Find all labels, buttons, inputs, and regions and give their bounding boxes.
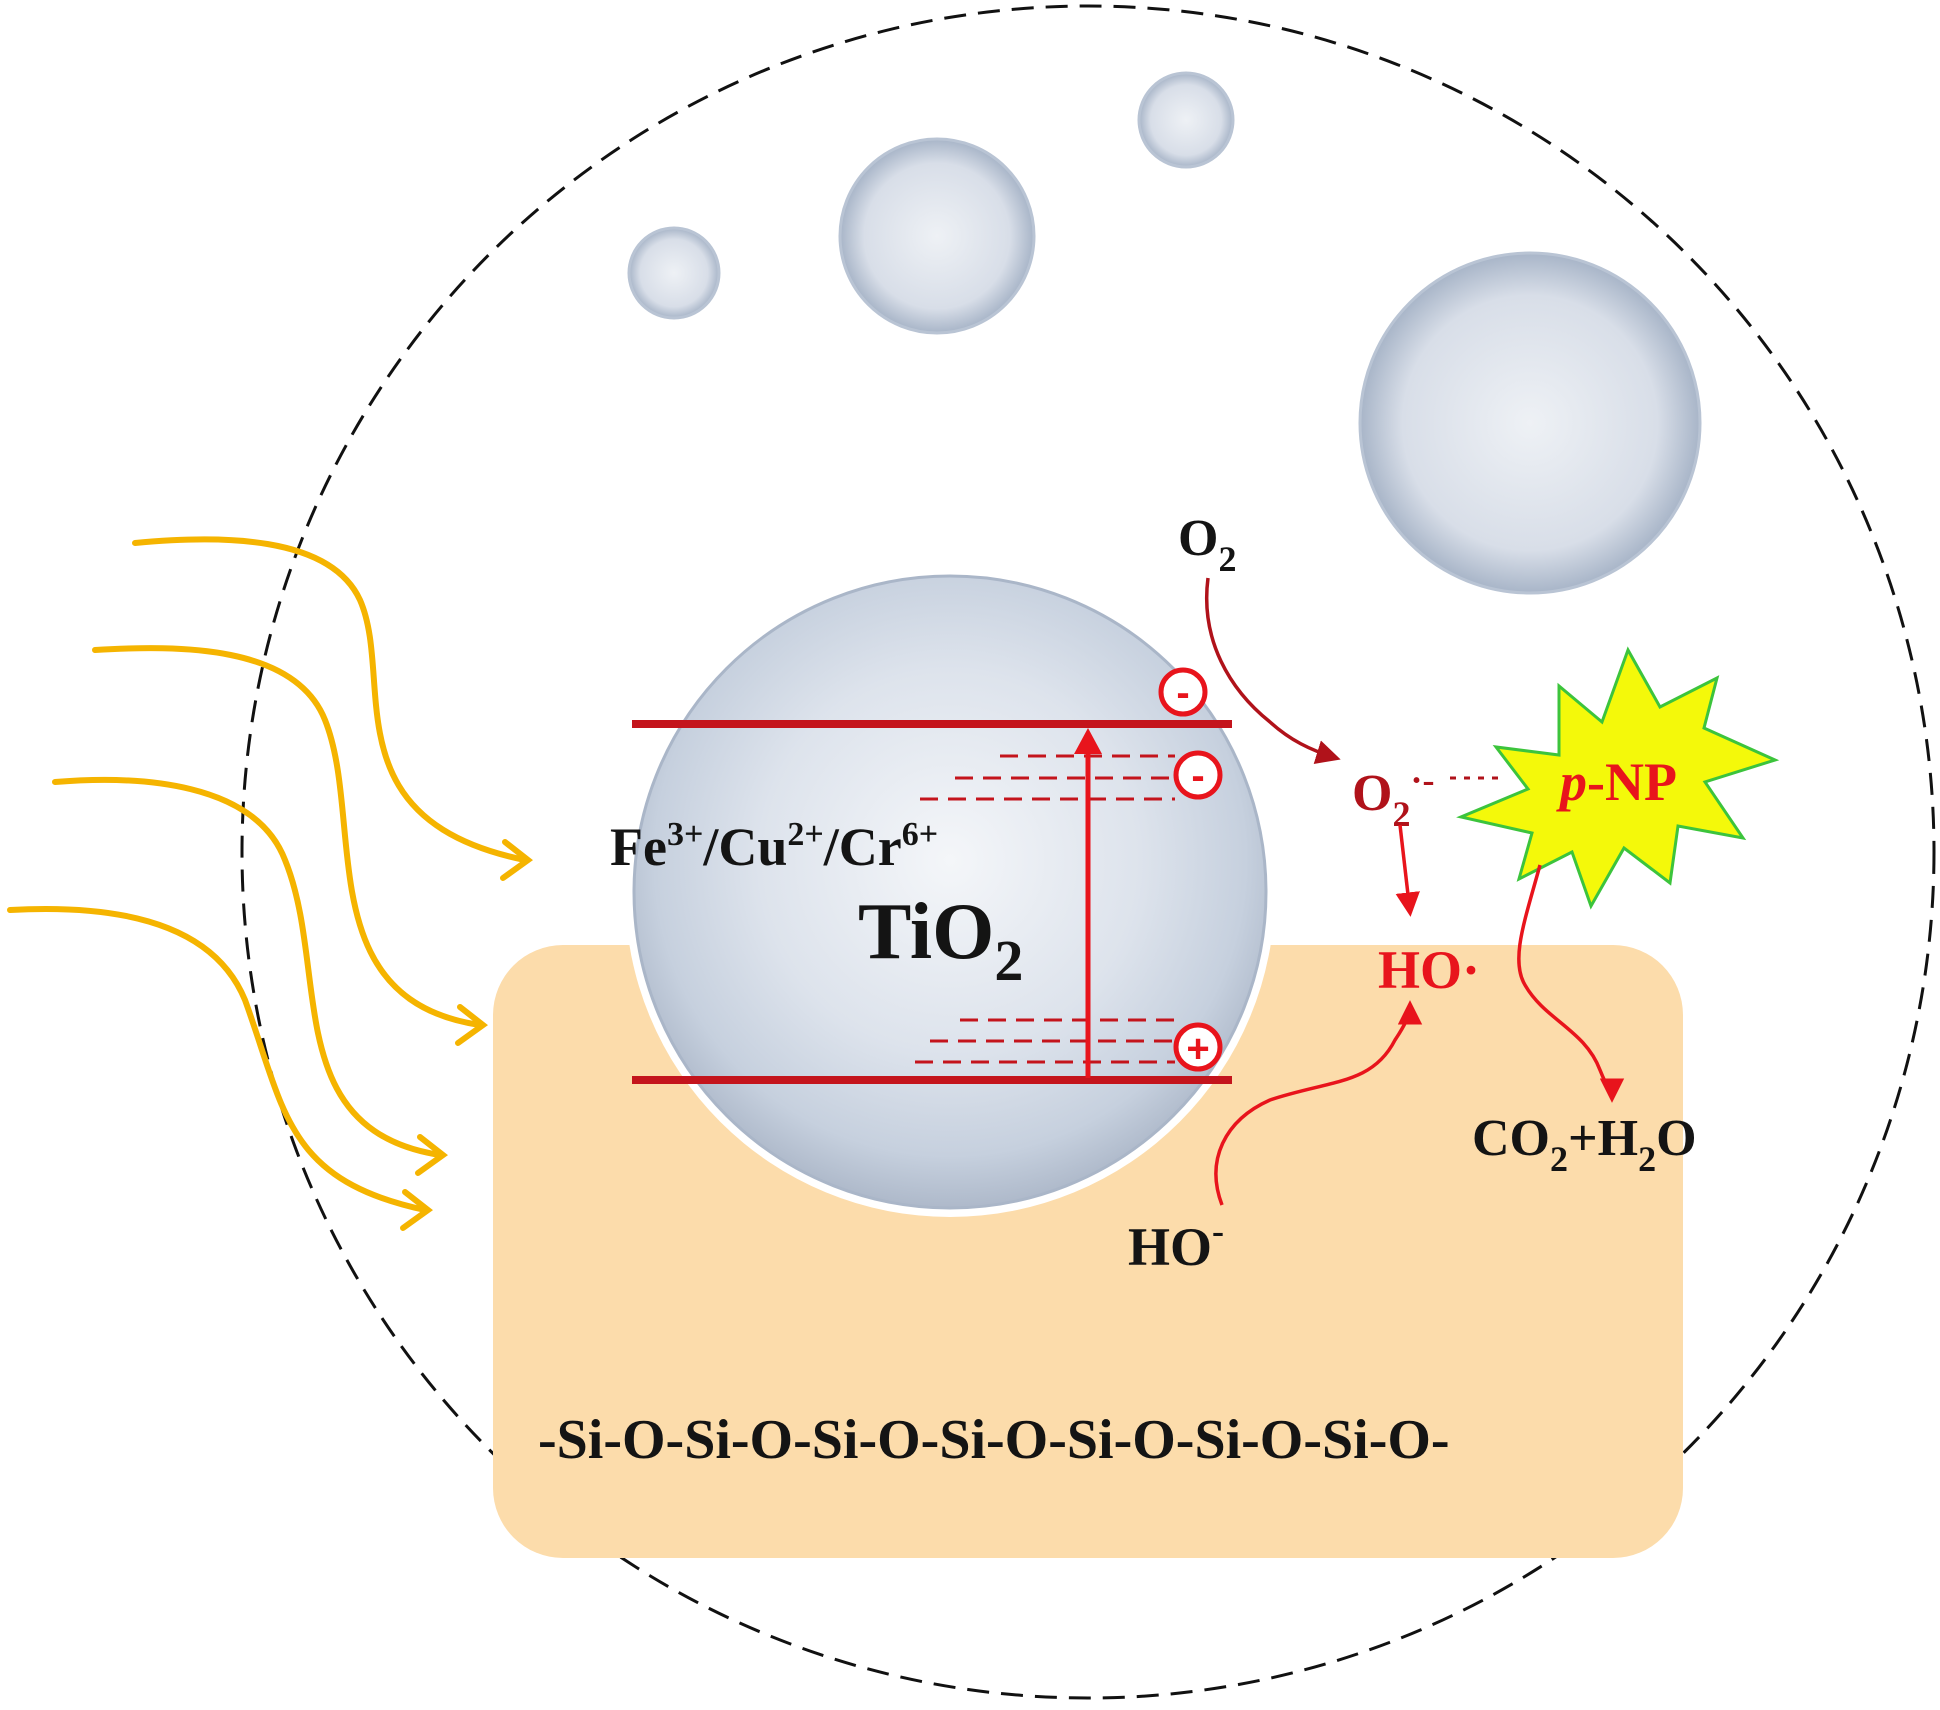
light-ray-1-head [500,839,533,881]
hydroxyl-radical-label: HO· [1378,940,1480,1000]
electron-top: - [1158,667,1208,717]
light-rays [7,536,533,1231]
oxygen-label: O2 [1178,510,1236,579]
o2-to-superoxide-arrow [1205,577,1341,764]
products-label: CO2+H2O [1472,1110,1697,1179]
bubble-large [1358,251,1702,595]
electron-dopant: - [1173,750,1223,800]
hydroxide-to-radical-arrow [1214,1000,1423,1206]
bubble-medium [838,137,1036,335]
boundary-circle [240,4,1936,1700]
superoxide-label: O2·- [1352,760,1434,834]
tio2-label: TiO2 [858,888,1023,993]
superoxide-to-hydroxyl-arrow [1395,824,1420,917]
pnp-degradation-arrow [1517,864,1625,1103]
bubble-small-top [1137,71,1235,169]
pnp-starburst [1456,646,1780,910]
hydroxide-label: HO- [1128,1211,1224,1277]
light-ray-3 [52,776,443,1158]
hole: + [1173,1022,1223,1072]
excitation-arrow-head [1074,728,1102,754]
light-ray-4 [7,905,428,1213]
hole-sign: + [1186,1027,1209,1071]
tio2-sphere [632,574,1268,1210]
light-ray-2 [92,645,483,1028]
bubbles [627,71,1702,595]
electron-sign: - [1191,754,1204,798]
light-ray-4-head [400,1189,433,1231]
bubble-small-left [627,226,721,320]
light-ray-3-head [415,1134,448,1176]
pnp-label: p-NP [1556,752,1677,812]
light-ray-2-head [455,1004,488,1046]
dopant-label: Fe3+/Cu2+/Cr6+ [610,816,938,877]
silica-chain-label: -Si-O-Si-O-Si-O-Si-O-Si-O-Si-O-Si-O- [538,1409,1450,1471]
light-ray-1 [132,536,528,863]
electron-sign: - [1176,671,1189,715]
